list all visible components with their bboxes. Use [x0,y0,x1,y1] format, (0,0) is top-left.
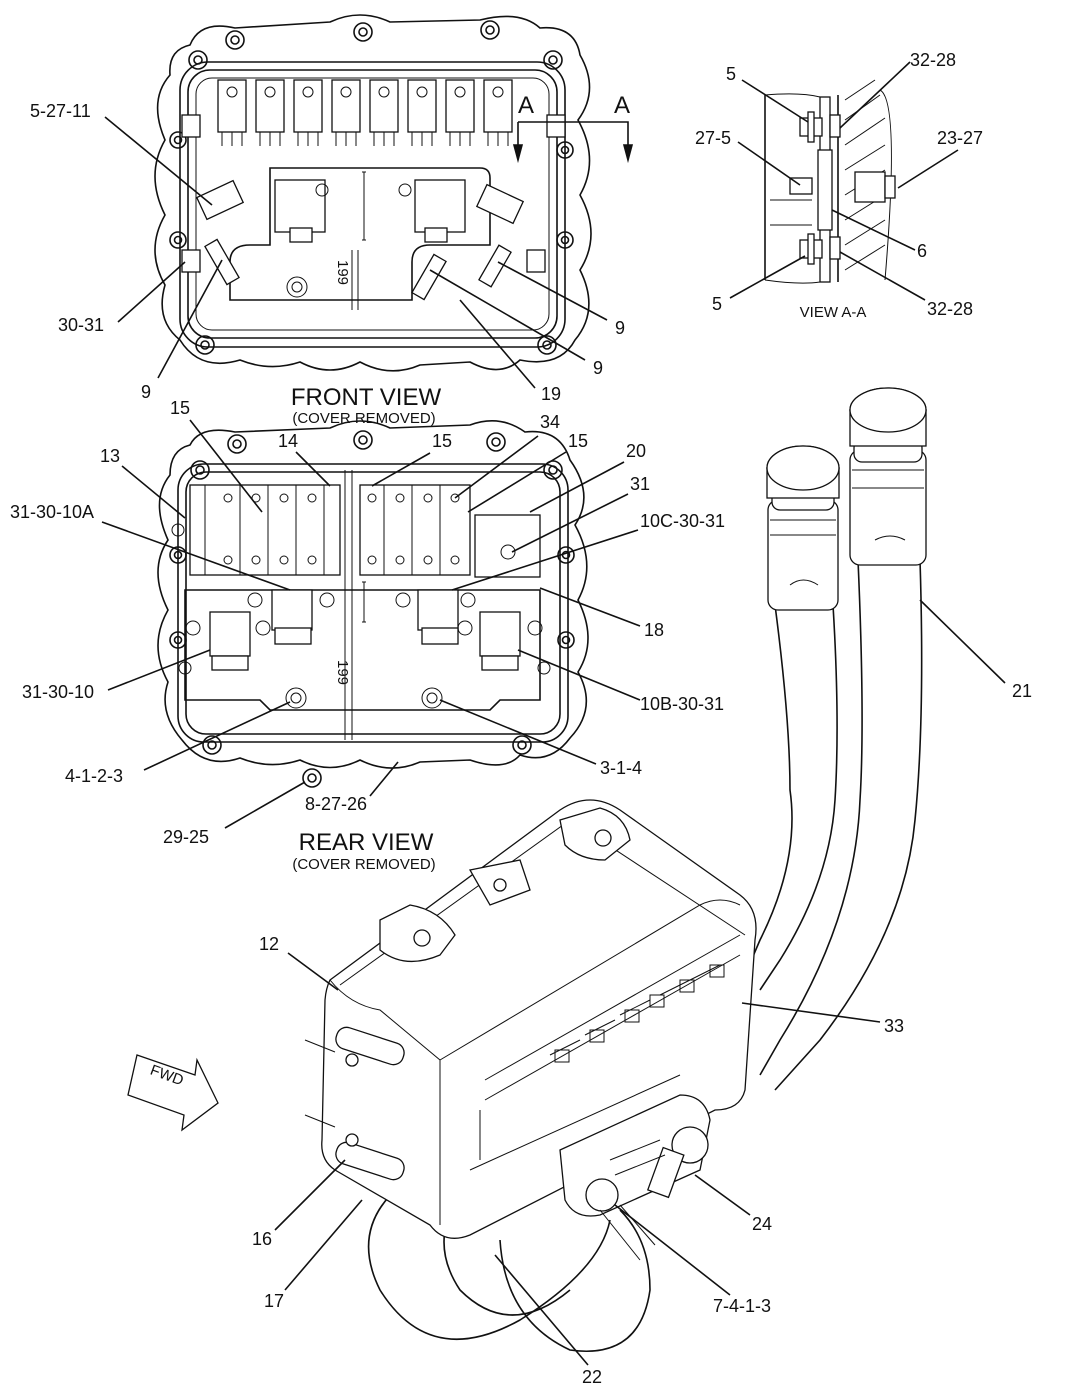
callout-15-middle: 15 [432,431,452,451]
front-view-drawing [154,14,634,372]
callout-7-4-1-3: 7-4-1-3 [713,1296,771,1316]
callout-section-5-bottom: 5 [712,294,722,314]
callout-24: 24 [752,1214,772,1234]
callout-section-23-27: 23-27 [937,128,983,148]
callout-section-6: 6 [917,241,927,261]
front-board-mark: 199 [334,260,351,285]
callout-20: 20 [626,441,646,461]
callout-16: 16 [252,1229,272,1249]
callout-section-5-top: 5 [726,64,736,84]
rear-view-subtitle: (COVER REMOVED) [292,856,435,873]
callout-13: 13 [100,446,120,466]
callout-9-right: 9 [615,318,625,338]
callout-8-27-26: 8-27-26 [305,794,367,814]
callout-33: 33 [884,1016,904,1036]
callout-10b-30-31: 10B-30-31 [640,694,724,714]
callout-4-1-2-3: 4-1-2-3 [65,766,123,786]
rear-view-drawing [157,420,589,788]
callout-17: 17 [264,1291,284,1311]
callout-5-27-11: 5-27-11 [30,101,91,121]
callout-31-30-10: 31-30-10 [22,682,94,702]
callout-14: 14 [278,431,298,451]
callout-22: 22 [582,1367,602,1387]
rear-board-mark: 199 [334,660,351,685]
callout-section-32-28-bottom: 32-28 [927,299,973,319]
section-marker-right: A [614,92,630,119]
callout-31: 31 [630,474,650,494]
callout-9-left: 9 [141,382,151,402]
callout-12: 12 [259,934,279,954]
callout-3-1-4: 3-1-4 [600,758,642,778]
callout-30-31: 30-31 [58,315,104,335]
callout-19: 19 [541,384,561,404]
callout-15-right: 15 [568,431,588,451]
front-view-title: FRONT VIEW [291,384,442,411]
callout-9-center: 9 [593,358,603,378]
front-view-subtitle: (COVER REMOVED) [292,410,435,427]
callout-29-25: 29-25 [163,827,209,847]
callout-section-32-28-top: 32-28 [910,50,956,70]
isometric-view-drawing [127,387,927,1352]
callout-21: 21 [1012,681,1032,701]
section-view-title: VIEW A-A [800,304,867,321]
callout-10c-30-31: 10C-30-31 [640,511,725,531]
section-marker-left: A [518,92,534,119]
callout-31-30-10a: 31-30-10A [10,502,94,522]
callout-15-left: 15 [170,398,190,418]
callout-section-27-5: 27-5 [695,128,731,148]
section-view-drawing [764,79,896,284]
callout-34: 34 [540,412,560,432]
rear-view-title: REAR VIEW [299,829,434,856]
callout-18: 18 [644,620,664,640]
